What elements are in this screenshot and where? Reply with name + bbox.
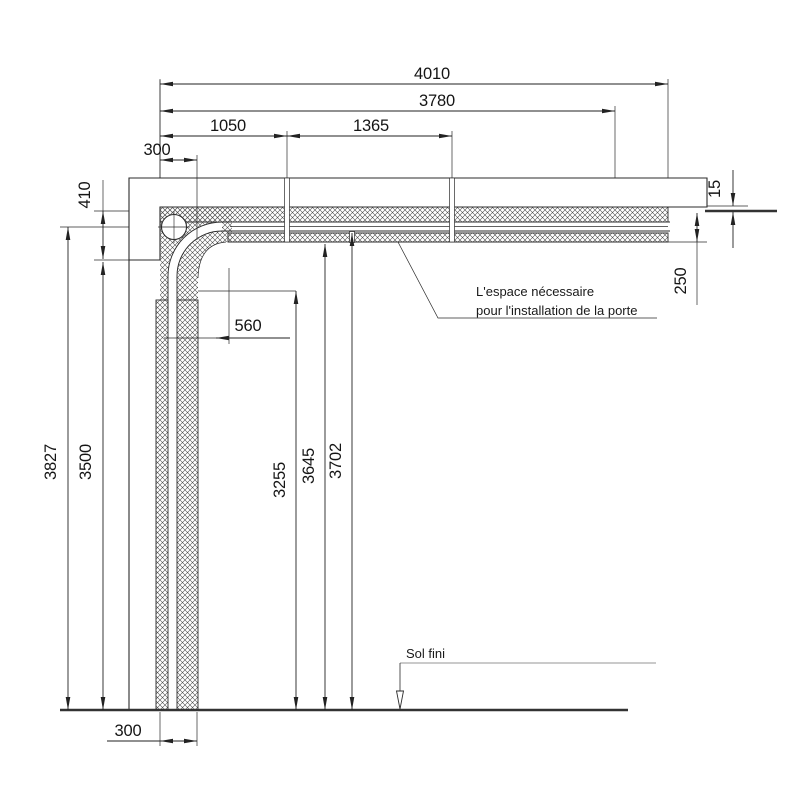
dim-headroom-label: 250 [672, 268, 690, 295]
installation-space-note: L'espace nécessaire pour l'installation … [397, 241, 657, 319]
wall-and-ceiling-slab [128, 177, 708, 710]
upper-track-band [159, 206, 669, 223]
dim-track-length: 3780 [160, 92, 616, 178]
dim-track-length-label: 3780 [419, 92, 455, 110]
dim-total-width-label: 4010 [414, 65, 450, 83]
dim-height-clearance-2: 3702 [327, 233, 355, 710]
note-leader-line [397, 241, 657, 319]
dim-top-offset: 300 [144, 80, 198, 240]
dim-curve-offset: 560 [164, 268, 290, 344]
note-line-2: pour l'installation de la porte [476, 303, 637, 318]
vertical-frame-band [176, 299, 199, 711]
door-leaf-band [155, 299, 169, 711]
lower-track-band [227, 232, 669, 243]
track-white-channel [167, 221, 223, 314]
dim-lintel-height: 410 [76, 180, 106, 259]
dim-bracket-span-2-label: 1365 [353, 117, 389, 135]
bracket-slot-2 [449, 177, 455, 243]
dim-height-track-bottom-label: 3255 [271, 462, 289, 498]
floor-hollow-arrow-icon [395, 690, 405, 710]
rail-top-edge [167, 221, 670, 314]
note-line-1: L'espace nécessaire [476, 284, 594, 299]
dim-ceiling-gap-label: 15 [706, 180, 724, 198]
dim-height-track-bottom: 3255 [198, 290, 299, 710]
dim-height-overall: 3827 [42, 227, 71, 710]
dim-opening-height-label: 3500 [77, 444, 95, 480]
dim-ceiling-gap: 15 [706, 170, 748, 248]
torsion-shaft [158, 211, 190, 243]
dim-bracket-span-2: 1365 [287, 117, 453, 178]
reference-lines [60, 209, 777, 712]
left-extension-lines [60, 210, 129, 261]
rail-bottom-edge [176, 230, 670, 314]
inner-curve-edge [197, 241, 227, 279]
bracket-slot-1 [284, 177, 290, 243]
horizontal-track-assembly [159, 206, 669, 243]
dim-height-clearance-1-label: 3645 [300, 448, 318, 484]
dim-height-clearance-2-label: 3702 [327, 443, 345, 479]
dim-height-clearance-1: 3645 [300, 244, 328, 710]
dim-bottom-offset-label: 300 [115, 722, 142, 740]
shaft-crosshair [158, 211, 190, 243]
finished-floor-note: Sol fini [395, 646, 656, 710]
dim-bracket-span-1: 1050 [160, 117, 288, 178]
floor-label: Sol fini [406, 646, 445, 661]
dim-bracket-span-1-label: 1050 [210, 117, 246, 135]
dim-height-overall-label: 3827 [42, 444, 60, 480]
vertical-track-assembly [155, 299, 199, 711]
dim-opening-height: 3500 [77, 262, 106, 710]
dim-curve-offset-label: 560 [235, 317, 262, 335]
dim-lintel-height-label: 410 [76, 182, 94, 209]
dim-top-offset-label: 300 [144, 141, 171, 159]
dim-bottom-offset: 300 [107, 712, 198, 746]
dim-headroom: 250 [668, 213, 707, 305]
